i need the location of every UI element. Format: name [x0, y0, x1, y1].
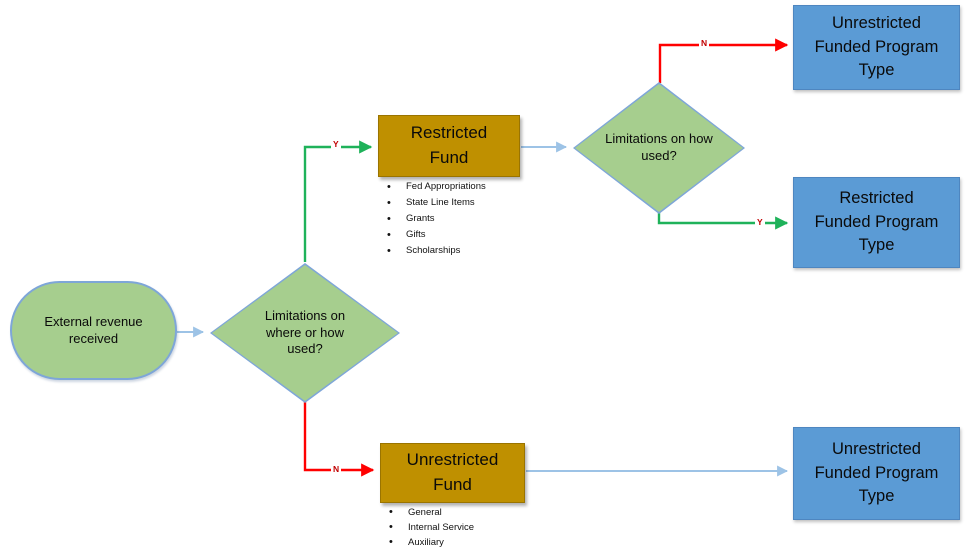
unrestricted-funded-program-type-bottom: Unrestricted Funded Program Type	[793, 427, 960, 520]
restricted-fund-label: Restricted Fund	[410, 123, 488, 167]
edge-label-no-decision1: N	[331, 464, 342, 475]
list-item: Grants	[381, 211, 551, 227]
list-item: Scholarships	[381, 243, 551, 259]
list-item: General	[383, 505, 553, 520]
list-item: Gifts	[381, 227, 551, 243]
program-type-label: Unrestricted Funded Program Type	[814, 13, 939, 80]
edge-decision1-yes-to-restricted-fund	[303, 140, 373, 262]
start-node: External revenue received	[10, 281, 177, 380]
restricted-funded-program-type: Restricted Funded Program Type	[793, 177, 960, 268]
list-item: Auxiliary	[383, 535, 553, 550]
program-type-label: Unrestricted Funded Program Type	[814, 439, 939, 506]
decision-how-used: Limitations on how used?	[573, 82, 745, 214]
start-node-label: External revenue received	[44, 313, 143, 346]
decision2-label: Limitations on how used?	[605, 131, 713, 163]
restricted-fund-list: Fed Appropriations State Line Items Gran…	[381, 179, 551, 259]
edge-label-no-decision2: N	[699, 38, 710, 49]
list-item: State Line Items	[381, 195, 551, 211]
edge-label-yes-decision2: Y	[755, 217, 765, 228]
edge-decision1-no-to-unrestricted-fund	[303, 402, 375, 477]
unrestricted-fund-list: General Internal Service Auxiliary	[383, 505, 553, 550]
unrestricted-fund-label: Unrestricted Fund	[406, 450, 499, 494]
decision-where-or-how-used: Limitations on where or how used?	[210, 263, 400, 403]
edge-decision2-no-to-unrestricted-program-top	[658, 38, 789, 83]
unrestricted-funded-program-type-top: Unrestricted Funded Program Type	[793, 5, 960, 90]
program-type-label: Restricted Funded Program Type	[814, 188, 939, 255]
unrestricted-fund-box: Unrestricted Fund	[380, 443, 525, 503]
list-item: Internal Service	[383, 520, 553, 535]
restricted-fund-box: Restricted Fund	[378, 115, 520, 177]
decision1-label: Limitations on where or how used?	[264, 307, 346, 357]
list-item: Fed Appropriations	[381, 179, 551, 195]
edge-label-yes-decision1: Y	[331, 139, 341, 150]
